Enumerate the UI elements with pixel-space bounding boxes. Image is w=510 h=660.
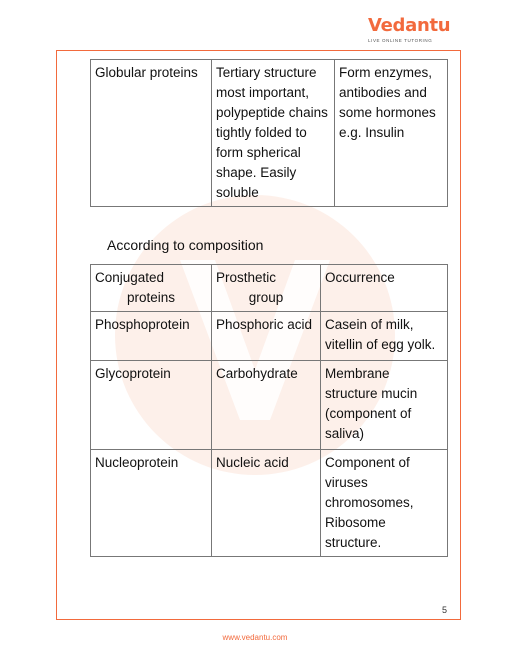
vedantu-logo: Vedantu LIVE ONLINE TUTORING — [368, 16, 460, 50]
table-cell: Carbohydrate — [211, 360, 321, 450]
table-cell: Nucleoprotein — [90, 449, 212, 557]
header-cell: Occurrence — [320, 264, 448, 312]
globular-proteins-table: Globular proteins Tertiary structure mos… — [90, 59, 448, 207]
table-cell: Nucleic acid — [211, 449, 321, 557]
header-text: proteins — [126, 290, 176, 305]
table-cell: Phosphoprotein — [90, 311, 212, 361]
table-row: Nucleoprotein Nucleic acid Component of … — [90, 449, 448, 557]
table-row: Glycoprotein Carbohydrate Membrane struc… — [90, 360, 448, 450]
table-cell: Tertiary structure most important, polyp… — [211, 59, 335, 207]
table-cell: Membrane structure mucin (component of s… — [320, 360, 448, 450]
header-text: Conjugated — [95, 270, 165, 285]
table-cell: Component of viruses chromosomes, Riboso… — [320, 449, 448, 557]
header-cell: Prosthetic group — [211, 264, 321, 312]
table-cell: Form enzymes, antibodies and some hormon… — [334, 59, 448, 207]
header-cell: Conjugated proteins — [90, 264, 212, 312]
page-number: 5 — [442, 605, 448, 615]
page-border — [56, 50, 461, 620]
table-cell: Casein of milk, vitellin of egg yolk. — [320, 311, 448, 361]
table-cell: Globular proteins — [90, 59, 212, 207]
logo-wordmark: Vedantu — [368, 15, 451, 36]
footer-link[interactable]: www.vedantu.com — [222, 633, 288, 642]
table-header-row: Conjugated proteins Prosthetic group Occ… — [90, 264, 448, 312]
header-text: group — [248, 290, 284, 305]
header-text: Prosthetic — [216, 270, 277, 285]
conjugated-proteins-table: Conjugated proteins Prosthetic group Occ… — [90, 264, 448, 557]
section-heading: According to composition — [107, 237, 264, 253]
table-row: Phosphoprotein Phosphoric acid Casein of… — [90, 311, 448, 361]
logo-tagline: LIVE ONLINE TUTORING — [368, 38, 433, 43]
table-cell: Phosphoric acid — [211, 311, 321, 361]
table-row: Globular proteins Tertiary structure mos… — [90, 59, 448, 207]
table-cell: Glycoprotein — [90, 360, 212, 450]
